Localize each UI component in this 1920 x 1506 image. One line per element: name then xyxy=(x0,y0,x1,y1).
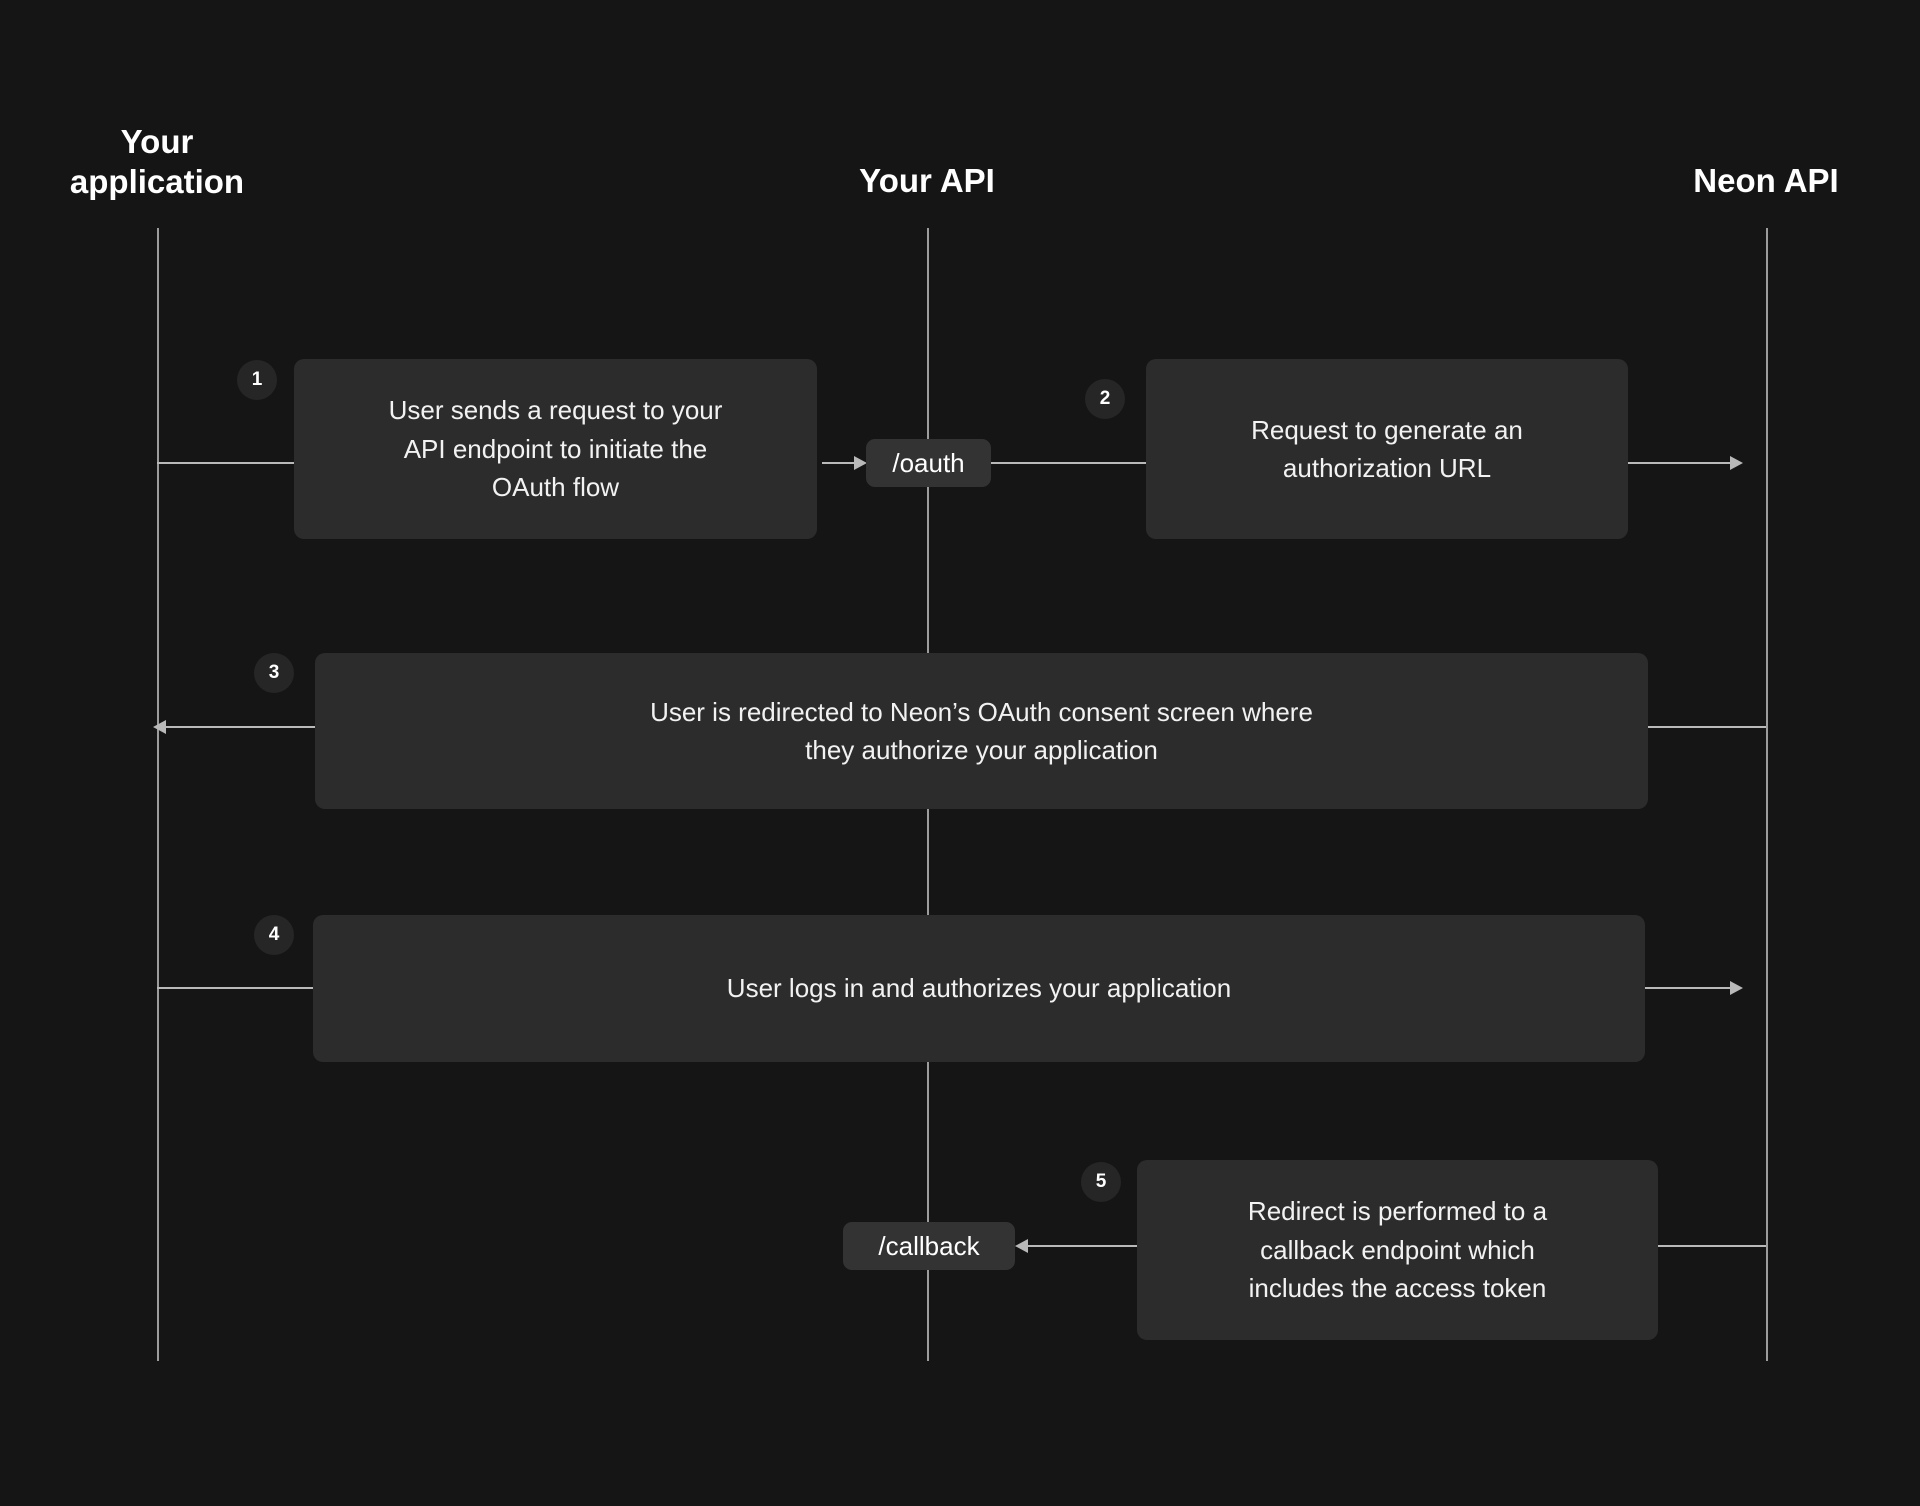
arrowhead-step-2-icon xyxy=(1730,456,1743,470)
connector-step-3-right xyxy=(1648,726,1766,728)
connector-step-3-left xyxy=(163,726,315,728)
step-text-2: Request to generate an authorization URL xyxy=(1251,414,1523,483)
endpoint-pill-callback[interactable]: /callback xyxy=(843,1222,1015,1270)
step-box-3: User is redirected to Neon’s OAuth conse… xyxy=(315,653,1648,809)
step-box-1: User sends a request to your API endpoin… xyxy=(294,359,817,539)
step-badge-1: 1 xyxy=(237,360,277,400)
step-badge-4: 4 xyxy=(254,915,294,955)
arrowhead-step-3-icon xyxy=(153,720,166,734)
column-header-your-api: Your API xyxy=(859,162,995,199)
step-box-5: Redirect is performed to a callback endp… xyxy=(1137,1160,1658,1340)
arrowhead-step-5-icon xyxy=(1015,1239,1028,1253)
step-text-1: User sends a request to your API endpoin… xyxy=(388,395,723,503)
connector-step-5-left xyxy=(1025,1245,1137,1247)
step-text-5: Redirect is performed to a callback endp… xyxy=(1247,1196,1548,1304)
step-badge-3: 3 xyxy=(254,653,294,693)
arrowhead-step-4-icon xyxy=(1730,981,1743,995)
lifeline-your-application xyxy=(157,228,159,1361)
arrowhead-step-1-icon xyxy=(854,456,867,470)
step-box-2: Request to generate an authorization URL xyxy=(1146,359,1628,539)
connector-step-1-right xyxy=(822,462,862,464)
step-box-4: User logs in and authorizes your applica… xyxy=(313,915,1645,1062)
endpoint-pill-oauth[interactable]: /oauth xyxy=(866,439,991,487)
column-header-your-application: Your application xyxy=(69,123,245,201)
connector-step-2-right xyxy=(1628,462,1738,464)
step-text-3: User is redirected to Neon’s OAuth conse… xyxy=(650,696,1313,765)
connector-step-4-right xyxy=(1645,987,1738,989)
step-text-4: User logs in and authorizes your applica… xyxy=(726,973,1232,1004)
step-badge-5: 5 xyxy=(1081,1162,1121,1202)
connector-step-5-right xyxy=(1658,1245,1766,1247)
column-header-neon-api: Neon API xyxy=(1693,162,1839,199)
lifeline-neon-api xyxy=(1766,228,1768,1361)
connector-step-1-left xyxy=(157,462,297,464)
step-badge-2: 2 xyxy=(1085,379,1125,419)
connector-step-4-left xyxy=(157,987,315,989)
connector-step-2-left xyxy=(991,462,1146,464)
